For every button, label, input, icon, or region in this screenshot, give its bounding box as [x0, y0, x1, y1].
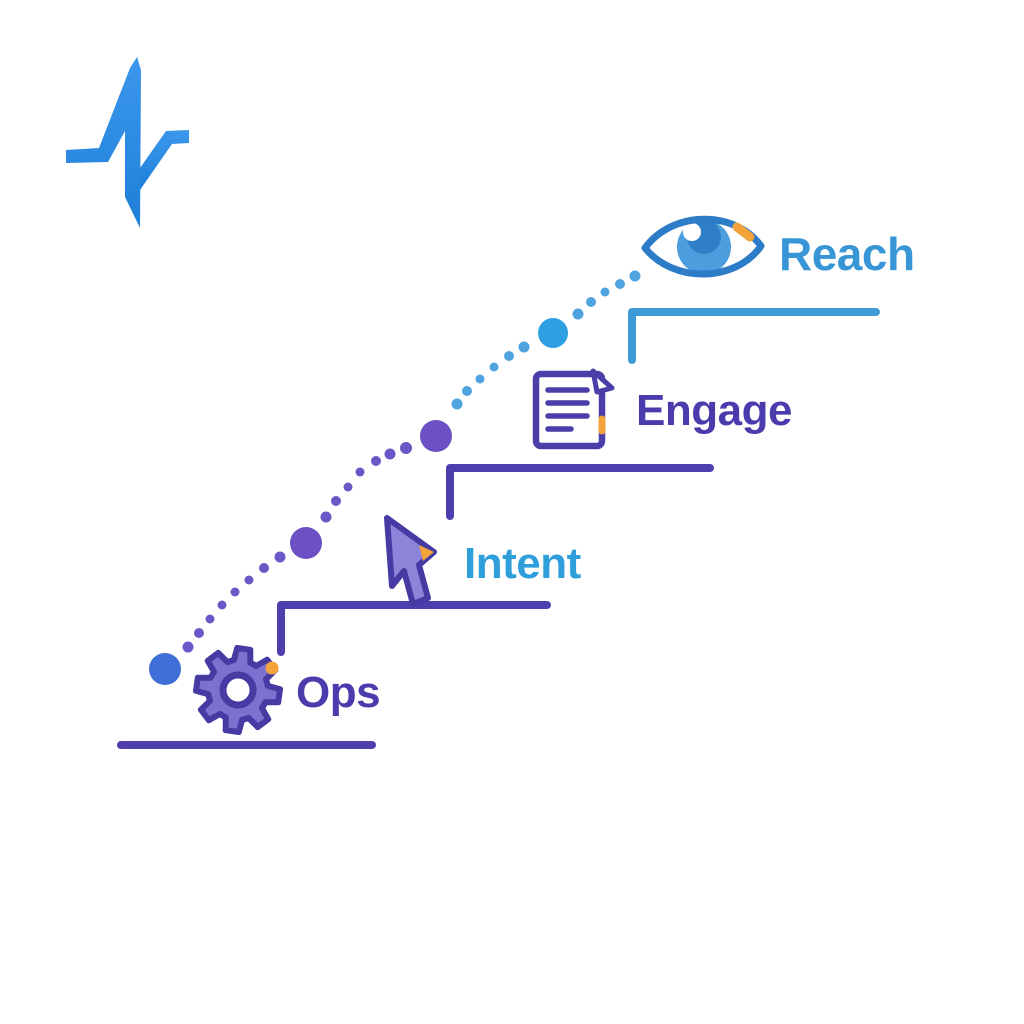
curve-trail-dot	[518, 341, 530, 353]
curve-trail-dot	[355, 467, 365, 477]
curve-trail-dot	[244, 575, 254, 585]
stage-label-reach: Reach	[779, 228, 915, 280]
curve-trail-dot	[194, 628, 204, 638]
curve-trail-dot	[489, 362, 499, 372]
curve-trail-dot	[615, 279, 625, 289]
document-text-lines	[545, 387, 590, 432]
eye-orange-accent	[732, 222, 755, 242]
cursor-icon	[384, 515, 437, 607]
curve-node-dot	[149, 653, 181, 685]
stage-label-intent: Intent	[464, 539, 582, 588]
pulse-logo-main-stroke	[66, 57, 141, 228]
eye-outline	[641, 215, 765, 278]
step-reach-line	[628, 308, 880, 364]
eye-highlight	[683, 223, 701, 241]
curve-trail-dot	[217, 600, 227, 610]
curve-node-dot	[538, 318, 568, 348]
document-icon	[532, 368, 615, 450]
pulse-logo	[66, 57, 189, 228]
step-engage-line	[446, 464, 714, 520]
curve-trail-dot	[384, 448, 396, 460]
curve-trail-dot	[182, 641, 194, 653]
gear-orange-accent	[265, 661, 279, 675]
curve-trail-dot	[462, 386, 472, 396]
stage-label-ops: Ops	[296, 668, 380, 717]
step-intent-line	[277, 601, 551, 656]
curve-node-dot	[420, 420, 452, 452]
pulse-logo-right-arm	[140, 130, 189, 190]
curve-trail-dot	[205, 614, 215, 624]
curve-trail-dot	[475, 374, 485, 384]
curve-trail-dot	[586, 297, 596, 307]
curve-trail-dot	[572, 308, 584, 320]
curve-trail-dot	[400, 442, 412, 454]
curve-trail-dot	[371, 456, 381, 466]
gear-icon	[192, 644, 284, 736]
dotted-growth-curve	[149, 270, 641, 685]
gear-hub	[219, 671, 257, 709]
document-page	[532, 370, 606, 450]
curve-trail-dot	[629, 270, 641, 282]
curve-trail-dot	[259, 563, 269, 573]
curve-trail-dot	[230, 587, 240, 597]
document-folded-corner	[590, 368, 615, 395]
cursor-orange-tip	[419, 545, 434, 561]
curve-trail-dot	[274, 551, 286, 563]
stage-label-engage: Engage	[636, 386, 792, 435]
curve-trail-dot	[451, 398, 463, 410]
curve-trail-dot	[331, 496, 341, 506]
eye-icon	[641, 215, 765, 278]
curve-trail-dot	[320, 511, 332, 523]
curve-trail-dot	[504, 351, 514, 361]
curve-trail-dot	[343, 482, 353, 492]
curve-trail-dot	[600, 287, 610, 297]
staircase-steps	[117, 308, 880, 749]
curve-node-dot	[290, 527, 322, 559]
cursor-arrow	[384, 515, 437, 607]
